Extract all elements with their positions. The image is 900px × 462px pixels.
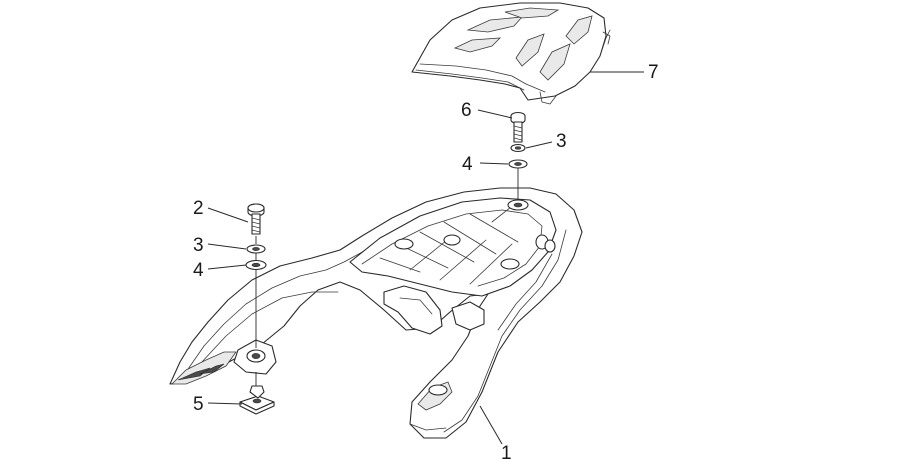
part-2-bolt <box>247 203 265 235</box>
callout-4-left: 4 <box>193 260 204 281</box>
part-1-luggage-rack <box>169 187 583 439</box>
part-3-washer-left <box>246 244 266 254</box>
part-4-washer-right <box>508 159 528 169</box>
assembly-guide-lines <box>255 168 519 386</box>
callout-6: 6 <box>461 100 472 121</box>
part-3-washer-right <box>510 143 526 153</box>
callout-3-left: 3 <box>193 235 204 256</box>
callout-labels: 1 2 3 4 5 6 3 4 7 <box>193 62 659 462</box>
callout-3-right: 3 <box>556 131 567 152</box>
part-7-rack-cover <box>411 2 611 105</box>
callout-leaders <box>207 71 644 445</box>
callout-4-right: 4 <box>462 154 473 175</box>
callout-5: 5 <box>193 394 204 415</box>
part-4-washer-left <box>245 259 267 271</box>
part-6-bolt <box>510 111 526 143</box>
callout-2: 2 <box>193 198 204 219</box>
callout-1: 1 <box>501 443 512 462</box>
part-5-cage-nut <box>239 385 275 415</box>
callout-7: 7 <box>648 62 659 83</box>
